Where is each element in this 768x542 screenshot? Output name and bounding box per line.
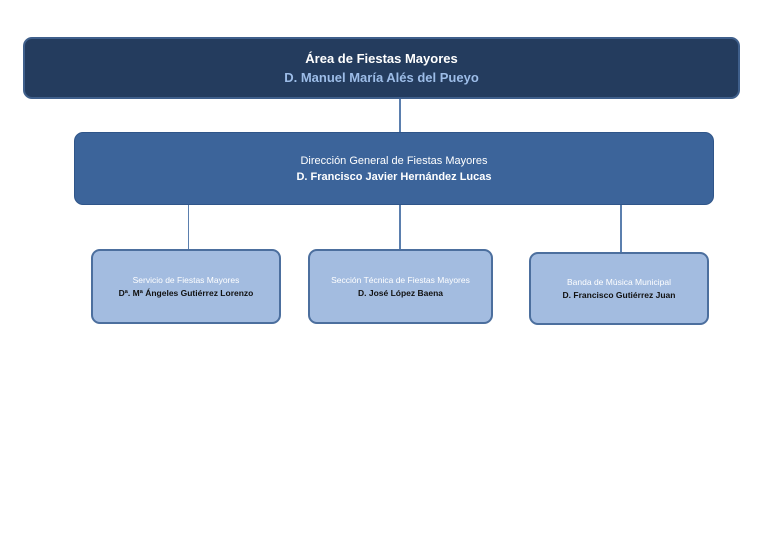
banda-title: Banda de Música Municipal bbox=[567, 276, 671, 287]
banda-head-name: D. Francisco Gutiérrez Juan bbox=[562, 289, 676, 300]
servicio-fiestas-mayores-box: Servicio de Fiestas Mayores Dª. Mª Ángel… bbox=[91, 249, 281, 324]
direccion-general-title: Dirección General de Fiestas Mayores bbox=[300, 154, 488, 167]
connector-direction-to-servicio bbox=[188, 205, 189, 249]
connector-direction-to-banda bbox=[620, 205, 622, 252]
direccion-general-box: Dirección General de Fiestas Mayores D. … bbox=[74, 132, 714, 205]
seccion-tecnica-title: Sección Técnica de Fiestas Mayores bbox=[331, 274, 470, 285]
area-fiestas-mayores-box: Área de Fiestas Mayores D. Manuel María … bbox=[23, 37, 740, 99]
area-head-name: D. Manuel María Alés del Pueyo bbox=[284, 70, 479, 85]
direccion-general-head-name: D. Francisco Javier Hernández Lucas bbox=[296, 170, 492, 183]
seccion-tecnica-head-name: D. José López Baena bbox=[357, 287, 444, 298]
connector-top-to-direction bbox=[399, 99, 401, 132]
area-title: Área de Fiestas Mayores bbox=[305, 51, 458, 66]
seccion-tecnica-box: Sección Técnica de Fiestas Mayores D. Jo… bbox=[308, 249, 493, 324]
connector-direction-to-seccion-tecnica bbox=[399, 205, 401, 249]
servicio-head-name: Dª. Mª Ángeles Gutiérrez Lorenzo bbox=[118, 287, 254, 298]
banda-musica-municipal-box: Banda de Música Municipal D. Francisco G… bbox=[529, 252, 709, 325]
servicio-title: Servicio de Fiestas Mayores bbox=[132, 274, 240, 285]
